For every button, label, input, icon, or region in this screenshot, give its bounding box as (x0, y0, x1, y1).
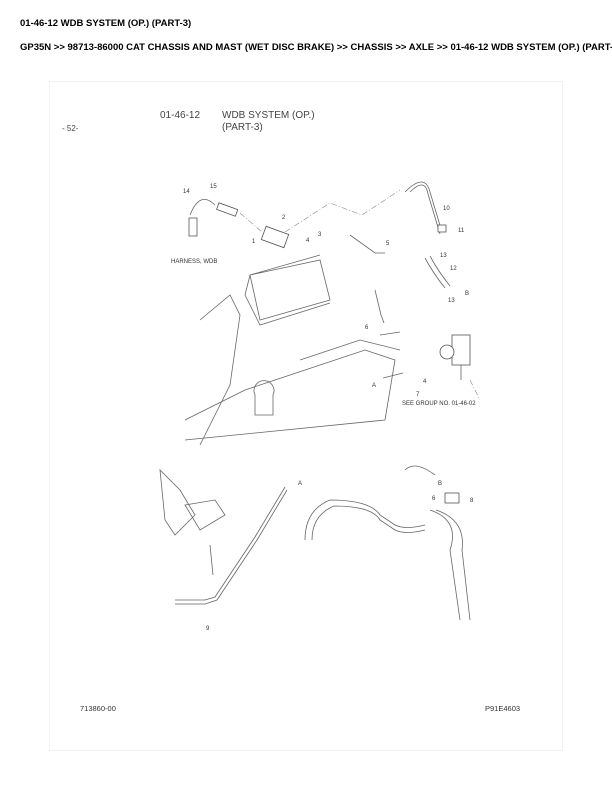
diagram-subtitle: (PART-3) (222, 122, 263, 133)
callout-13[interactable]: 13 (448, 298, 455, 304)
drawing-number: 713860-00 (80, 704, 116, 713)
page-number: - 52- (62, 124, 79, 133)
see-group-reference[interactable]: SEE GROUP NO. 01-46-02 (402, 401, 476, 407)
callout-4[interactable]: 4 (306, 238, 310, 244)
callout-11[interactable]: 11 (458, 228, 465, 234)
callout-12[interactable]: 12 (450, 266, 457, 272)
callout-3[interactable]: 3 (318, 232, 322, 238)
callout-4[interactable]: 4 (423, 379, 427, 385)
callout-1[interactable]: 1 (252, 239, 256, 245)
callout-13[interactable]: 13 (440, 253, 447, 259)
figure-code: P91E4603 (485, 704, 520, 713)
callouts: 14 15 2 1 4 3 5 10 11 13 12 13 B HARNESS… (171, 184, 476, 632)
page-title: 01-46-12 WDB SYSTEM (OP.) (PART-3) (20, 18, 192, 29)
callout-15[interactable]: 15 (210, 184, 217, 190)
callout-10[interactable]: 10 (443, 206, 450, 212)
callout-8[interactable]: 8 (470, 498, 474, 504)
callout-b[interactable]: B (438, 481, 442, 487)
harness-label: HARNESS, WDB (171, 259, 217, 265)
callout-6[interactable]: 6 (365, 325, 369, 331)
lower-assembly (159, 465, 471, 621)
callout-b[interactable]: B (465, 291, 469, 297)
parts-diagram (50, 82, 562, 750)
diagram-group-no: 01-46-12 (160, 110, 200, 121)
callout-9[interactable]: 9 (206, 626, 210, 632)
upper-assembly (184, 181, 481, 446)
callout-5[interactable]: 5 (386, 241, 390, 247)
breadcrumb: GP35N >> 98713-86000 CAT CHASSIS AND MAS… (20, 42, 612, 53)
callout-6[interactable]: 6 (432, 496, 436, 502)
callout-a[interactable]: A (372, 383, 376, 389)
diagram-title: WDB SYSTEM (OP.) (222, 110, 315, 121)
callout-a[interactable]: A (298, 481, 302, 487)
callout-14[interactable]: 14 (183, 189, 190, 195)
callout-7[interactable]: 7 (416, 392, 420, 398)
callout-2[interactable]: 2 (282, 215, 286, 221)
